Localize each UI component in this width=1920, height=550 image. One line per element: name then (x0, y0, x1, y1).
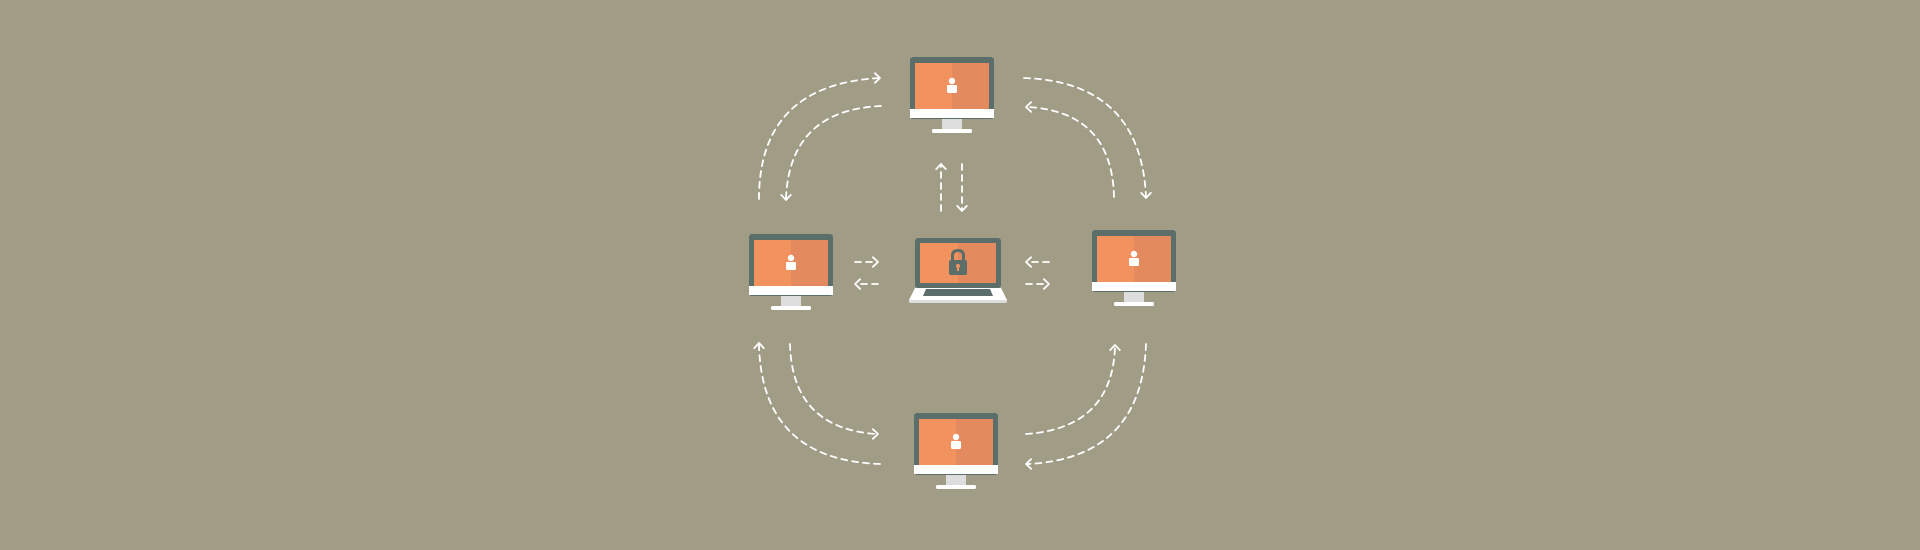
monitor-neck (942, 119, 962, 130)
laptop-keyboard (923, 289, 993, 296)
arrowhead-bottom-right-outer (1025, 458, 1032, 470)
arrow-top-right-inner (1027, 106, 1115, 198)
monitor-neck (1124, 292, 1144, 303)
computer-layer (749, 57, 1176, 489)
arrow-bottom-left-outer (758, 344, 881, 465)
monitor-foot (932, 129, 972, 133)
monitor-foot (936, 485, 976, 489)
arrowhead-bottom-left-inner (872, 428, 879, 440)
arrowhead-center-up (935, 163, 947, 170)
user-icon (951, 433, 961, 449)
monitor-screen (915, 63, 952, 113)
arrowhead-bottom-right-inner (1109, 344, 1121, 351)
arrow-bottom-right-outer (1027, 343, 1147, 465)
user-icon (947, 77, 957, 93)
monitor-chin (749, 286, 833, 295)
monitor-chin (914, 465, 998, 474)
monitor-foot (771, 306, 811, 310)
arrowhead-bottom-left-outer (753, 342, 765, 349)
arrowhead-center-to-right (1043, 278, 1050, 290)
arrowhead-top-left-inner (780, 194, 792, 201)
arrowhead-top-left-outer (874, 72, 881, 84)
monitor-screen (919, 419, 956, 469)
arrow-top-right-outer (1023, 77, 1147, 197)
desktop-bottom (914, 413, 998, 489)
monitor-neck (946, 475, 966, 486)
monitor-chin (1092, 282, 1176, 291)
monitor-neck (781, 296, 801, 307)
desktop-top (910, 57, 994, 133)
user-icon (786, 254, 796, 270)
arrowhead-top-right-outer (1140, 192, 1152, 199)
lock-icon (949, 248, 967, 275)
monitor-foot (1114, 302, 1154, 306)
arrowhead-center-to-left (854, 278, 861, 290)
arrow-bottom-left-inner (789, 343, 877, 435)
monitor-screen (754, 240, 791, 290)
arrowhead-right-to-center (1025, 256, 1032, 268)
laptop-base-edge (909, 300, 1007, 303)
monitor-screen-shade (1134, 236, 1171, 286)
arrow-layer (753, 72, 1152, 470)
monitor-screen (1097, 236, 1134, 286)
desktop-left (749, 234, 833, 310)
arrowhead-top-right-inner (1025, 101, 1032, 113)
desktop-right (1092, 230, 1176, 306)
arrowhead-left-to-center (872, 256, 879, 268)
monitor-screen-shade (952, 63, 989, 113)
monitor-chin (910, 109, 994, 118)
laptop-center (909, 238, 1007, 303)
user-icon (1129, 250, 1139, 266)
arrow-top-left-outer (758, 77, 880, 200)
arrow-bottom-right-inner (1025, 346, 1116, 435)
monitor-screen-shade (791, 240, 828, 290)
monitor-screen-shade (956, 419, 993, 469)
arrowhead-center-down (956, 205, 968, 212)
